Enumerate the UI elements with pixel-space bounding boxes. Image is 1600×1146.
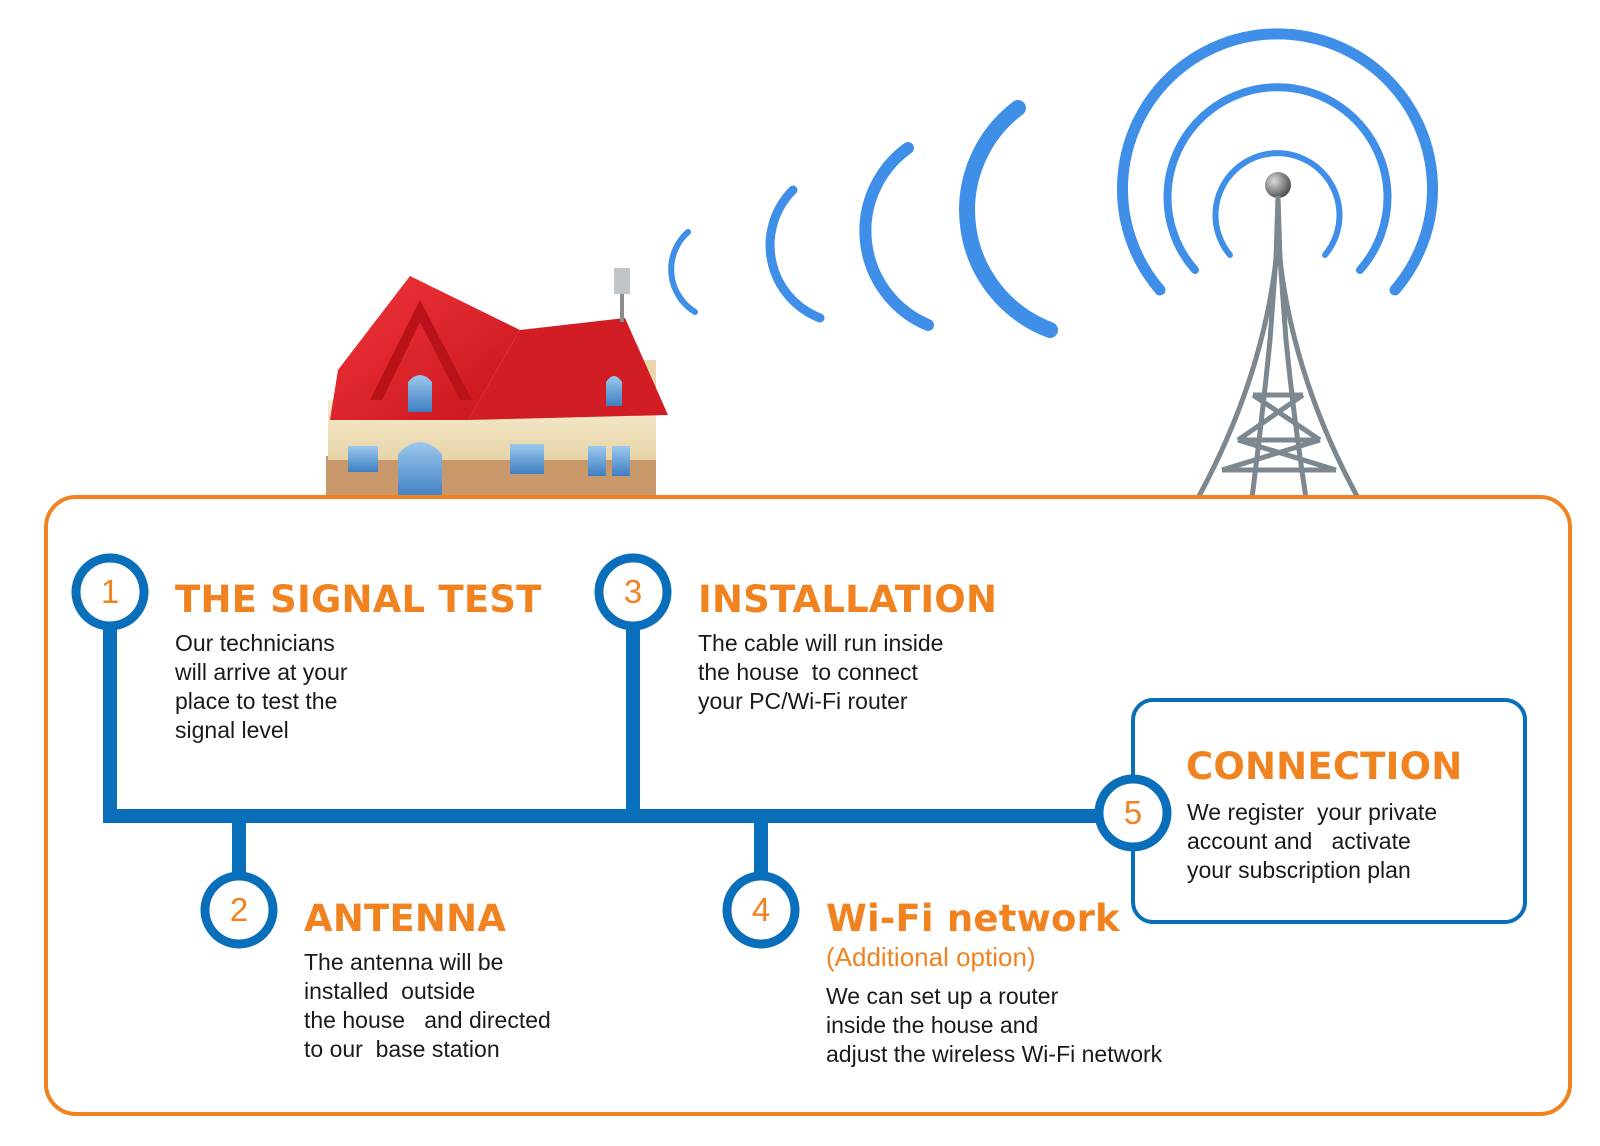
step-1-line: Our technicians <box>175 630 335 656</box>
step-2-title: ANTENNA <box>304 897 507 940</box>
house-roof-main <box>330 276 520 420</box>
step-1-line: place to test the <box>175 688 338 714</box>
step-2-line: the house and directed <box>304 1007 551 1033</box>
tower-broadcast-rings <box>1117 28 1438 296</box>
step-2-number: 2 <box>229 891 249 928</box>
step-circles <box>71 553 1172 949</box>
step-4-line: adjust the wireless Wi-Fi network <box>826 1041 1163 1067</box>
house-chimney-antenna <box>614 268 630 294</box>
step-4-title: Wi-Fi network <box>826 897 1120 940</box>
step-4-line: We can set up a router <box>826 983 1059 1009</box>
house-window-wing <box>606 376 622 406</box>
step-1-title: THE SIGNAL TEST <box>175 578 542 621</box>
timeline <box>103 622 1101 880</box>
step-3-line: the house to connect <box>698 659 918 685</box>
house-roof-front <box>370 300 472 400</box>
house-door <box>398 442 442 498</box>
signal-arc-4 <box>959 100 1058 338</box>
step-1-number: 1 <box>100 573 120 610</box>
step-2-line: installed outside <box>304 978 476 1004</box>
step-2-line: to our base station <box>304 1036 500 1062</box>
house-window-right-b <box>612 446 630 476</box>
step-5-number: 5 <box>1123 794 1143 831</box>
step-1-line: will arrive at your <box>175 659 348 685</box>
signal-arc-3 <box>859 142 934 331</box>
house-icon <box>326 268 668 498</box>
step-3-line: The cable will run inside <box>698 630 944 656</box>
step-2-line: The antenna will be <box>304 949 504 975</box>
step-1-circle <box>71 553 149 631</box>
step-3-number: 3 <box>623 573 643 610</box>
tower-frame <box>1195 195 1361 500</box>
step-5-description: We register your private account and act… <box>1187 798 1437 885</box>
step-2-circle <box>200 871 278 949</box>
step-5-circle <box>1094 774 1172 852</box>
step-2-description: The antenna will be installed outside th… <box>304 948 551 1064</box>
radio-tower-icon <box>1117 28 1438 500</box>
house-window-top <box>408 375 432 412</box>
tower-top-ball <box>1265 172 1291 198</box>
house-window-left <box>348 446 378 472</box>
signal-arc-1 <box>668 229 698 315</box>
step-4-number: 4 <box>751 891 771 928</box>
step-1-line: signal level <box>175 717 289 743</box>
house-window-right-a <box>588 446 606 476</box>
step-3-circle <box>594 553 672 631</box>
step-4-description: We can set up a router inside the house … <box>826 982 1162 1069</box>
signal-arcs-icon <box>668 100 1058 338</box>
step-4-circle <box>722 871 800 949</box>
step-1-description: Our technicians will arrive at your plac… <box>175 629 348 745</box>
step-5-line: We register your private <box>1187 799 1438 825</box>
step-4-line: inside the house and <box>826 1012 1039 1038</box>
signal-arc-2 <box>765 185 825 323</box>
step-5-line: your subscription plan <box>1187 857 1411 883</box>
step-5-line: account and activate <box>1187 828 1411 854</box>
step-3-description: The cable will run inside the house to c… <box>698 629 943 716</box>
step-3-line: your PC/Wi-Fi router <box>698 688 908 714</box>
step-5-title: CONNECTION <box>1186 745 1463 788</box>
step-3-title: INSTALLATION <box>698 578 998 621</box>
house-window-mid <box>510 444 544 474</box>
step-4-subtitle: (Additional option) <box>826 942 1036 972</box>
steps-container <box>44 495 1572 1116</box>
